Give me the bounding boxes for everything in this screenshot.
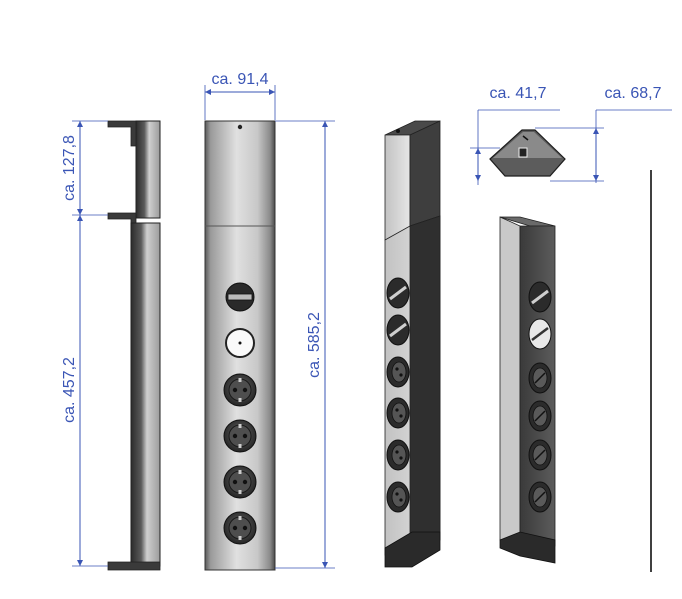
side-view-top-notch <box>107 120 137 147</box>
iso-left-light-2 <box>386 314 410 346</box>
dimension-depth-a: ca. 41,7 <box>470 85 560 185</box>
iso-left-socket-5 <box>386 439 410 471</box>
socket-outlet-6 <box>223 511 257 545</box>
iso-right-base <box>499 531 556 564</box>
iso-left-top-side <box>409 120 441 227</box>
side-view-top-section <box>135 120 161 219</box>
iso-left-outlets <box>386 277 410 513</box>
iso-left-lower-side <box>409 215 441 549</box>
front-view-outlets <box>223 282 257 545</box>
iso-left-socket-6 <box>386 481 410 513</box>
side-view-lower-section <box>130 222 161 567</box>
iso-right-light-2 <box>528 318 552 350</box>
side-view <box>107 120 161 571</box>
dimension-total-height: ca. 585,2 <box>275 120 335 569</box>
dimension-lower-height-label: ca. 457,2 <box>61 357 78 423</box>
dimension-total-height-label: ca. 585,2 <box>306 312 323 378</box>
dimension-top-height-label: ca. 127,8 <box>61 135 78 201</box>
iso-view-left <box>384 120 441 568</box>
front-view-screw <box>237 124 243 130</box>
side-view-bottom-notch <box>107 561 161 571</box>
top-view-highlight <box>493 132 562 158</box>
iso-left-base <box>384 531 441 568</box>
dimension-lower-height: ca. 457,2 <box>61 215 108 567</box>
top-view-notch <box>522 135 529 141</box>
iso-left-screw <box>396 129 400 133</box>
iso-left-socket-4 <box>386 397 410 429</box>
dimension-top-height: ca. 127,8 <box>61 120 108 216</box>
dimension-depth-b: ca. 68,7 <box>535 85 672 183</box>
dimension-depth-b-label: ca. 68,7 <box>605 85 662 102</box>
socket-outlet-3 <box>223 373 257 407</box>
top-view-slot <box>518 147 528 158</box>
socket-outlet-4 <box>223 419 257 453</box>
front-view <box>204 120 276 571</box>
iso-right-side <box>499 216 521 547</box>
iso-right-socket-5 <box>528 439 552 471</box>
socket-outlet-5 <box>223 465 257 499</box>
iso-right-socket-3 <box>528 362 552 394</box>
iso-right-outlets <box>528 281 552 513</box>
iso-left-top-front <box>384 134 411 241</box>
dimension-depth-a-label: ca. 41,7 <box>490 85 547 102</box>
light-outlet-2 <box>225 328 255 358</box>
front-view-top-section <box>204 120 276 227</box>
iso-left-switch-1 <box>386 277 410 309</box>
iso-right-socket-6 <box>528 481 552 513</box>
iso-left-socket-3 <box>386 356 410 388</box>
top-view <box>489 129 566 177</box>
dimension-width: ca. 91,4 <box>204 71 276 120</box>
iso-right-switch-1 <box>528 281 552 313</box>
switch-outlet-1 <box>225 282 255 312</box>
iso-view-right <box>499 216 556 564</box>
dimension-width-label: ca. 91,4 <box>212 71 269 88</box>
iso-right-socket-4 <box>528 400 552 432</box>
